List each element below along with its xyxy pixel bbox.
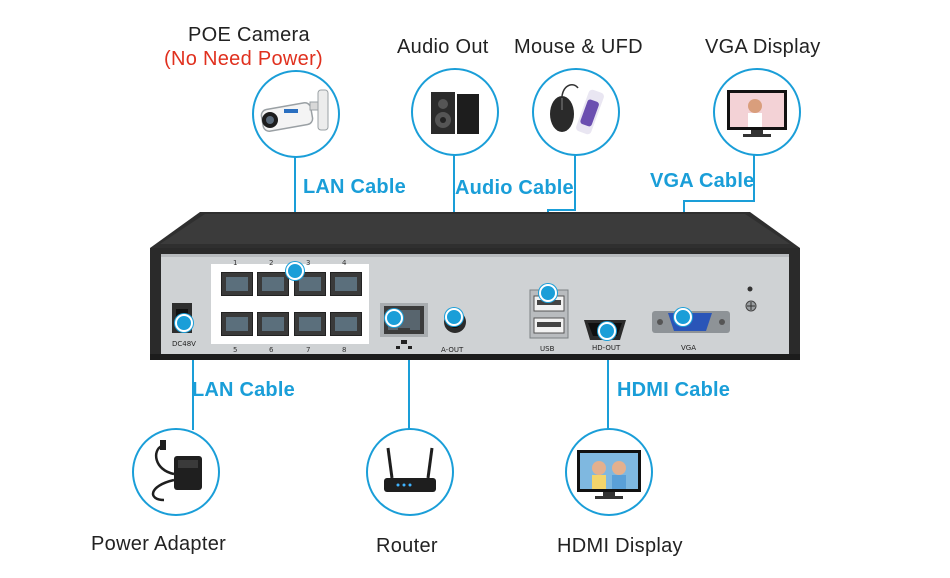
port-number-5: 5: [233, 346, 238, 354]
dot-audio-port: [445, 308, 463, 326]
hdmi-display-circle: [565, 428, 653, 516]
poe-port-5: [221, 312, 253, 336]
port-number-8: 8: [342, 346, 347, 354]
connector-line-audio: [453, 150, 455, 320]
mouse-ufd-circle: [532, 68, 620, 156]
cable-label-audio: Audio Cable: [455, 177, 574, 199]
label-no-need-power: (No Need Power): [164, 48, 324, 70]
connector-line-vga-horizontal: [683, 200, 755, 202]
cable-label-lan-top: LAN Cable: [303, 176, 406, 198]
router-circle: [366, 428, 454, 516]
port-number-6: 6: [269, 346, 274, 354]
poe-port-8: [330, 312, 362, 336]
label-poe-camera: POE Camera: [188, 24, 310, 46]
connector-line-poe: [294, 150, 296, 270]
poe-camera-circle: [252, 70, 340, 158]
label-audio-out: Audio Out: [397, 36, 489, 58]
label-mouse-ufd: Mouse & UFD: [514, 36, 643, 58]
connector-line-vga-upper: [753, 152, 755, 202]
connector-line-usb-lower: [547, 209, 549, 293]
aout-port-label: A-OUT: [441, 346, 464, 354]
label-power-adapter: Power Adapter: [91, 533, 227, 555]
port-number-3: 3: [306, 259, 311, 267]
poe-port-4: [330, 272, 362, 296]
connector-line-router: [408, 316, 410, 430]
port-number-1: 1: [233, 259, 238, 267]
poe-port-6: [257, 312, 289, 336]
vga-port-label: VGA: [681, 344, 697, 352]
tv-icon: [577, 450, 641, 499]
connector-line-power: [192, 322, 194, 430]
poe-port-1: [221, 272, 253, 296]
vga-display-circle: [713, 68, 801, 156]
poe-port-7: [294, 312, 326, 336]
label-vga-display: VGA Display: [705, 36, 821, 58]
connector-line-hdmi: [607, 330, 609, 430]
dot-poe-port: [286, 262, 304, 280]
speaker-icon: [431, 92, 479, 134]
port-number-2: 2: [269, 259, 274, 267]
dot-dc-port: [175, 314, 193, 332]
label-hdmi-display: HDMI Display: [557, 535, 683, 557]
label-router: Router: [376, 535, 438, 557]
dot-usb-port: [539, 284, 557, 302]
camera-icon: [260, 89, 329, 132]
cable-label-lan-bottom: LAN Cable: [192, 379, 295, 401]
router-icon: [384, 447, 436, 492]
monitor-icon: [727, 90, 787, 137]
poe-port-2: [257, 272, 289, 296]
cable-label-hdmi: HDMI Cable: [617, 379, 731, 401]
cable-label-vga: VGA Cable: [650, 170, 755, 192]
port-number-4: 4: [342, 259, 347, 267]
power-adapter-icon: [152, 440, 202, 502]
port-number-7: 7: [306, 346, 311, 354]
dot-uplink-port: [385, 309, 403, 327]
audio-out-circle: [411, 68, 499, 156]
mouse-usb-icon: [550, 83, 604, 135]
dot-hdmi-port: [598, 322, 616, 340]
power-adapter-circle: [132, 428, 220, 516]
connector-line-usb-horizontal: [547, 209, 576, 211]
usb-port-label: USB: [540, 345, 555, 353]
dot-vga-port: [674, 308, 692, 326]
connector-line-vga-lower: [683, 200, 685, 318]
connector-line-usb-upper: [574, 152, 576, 210]
